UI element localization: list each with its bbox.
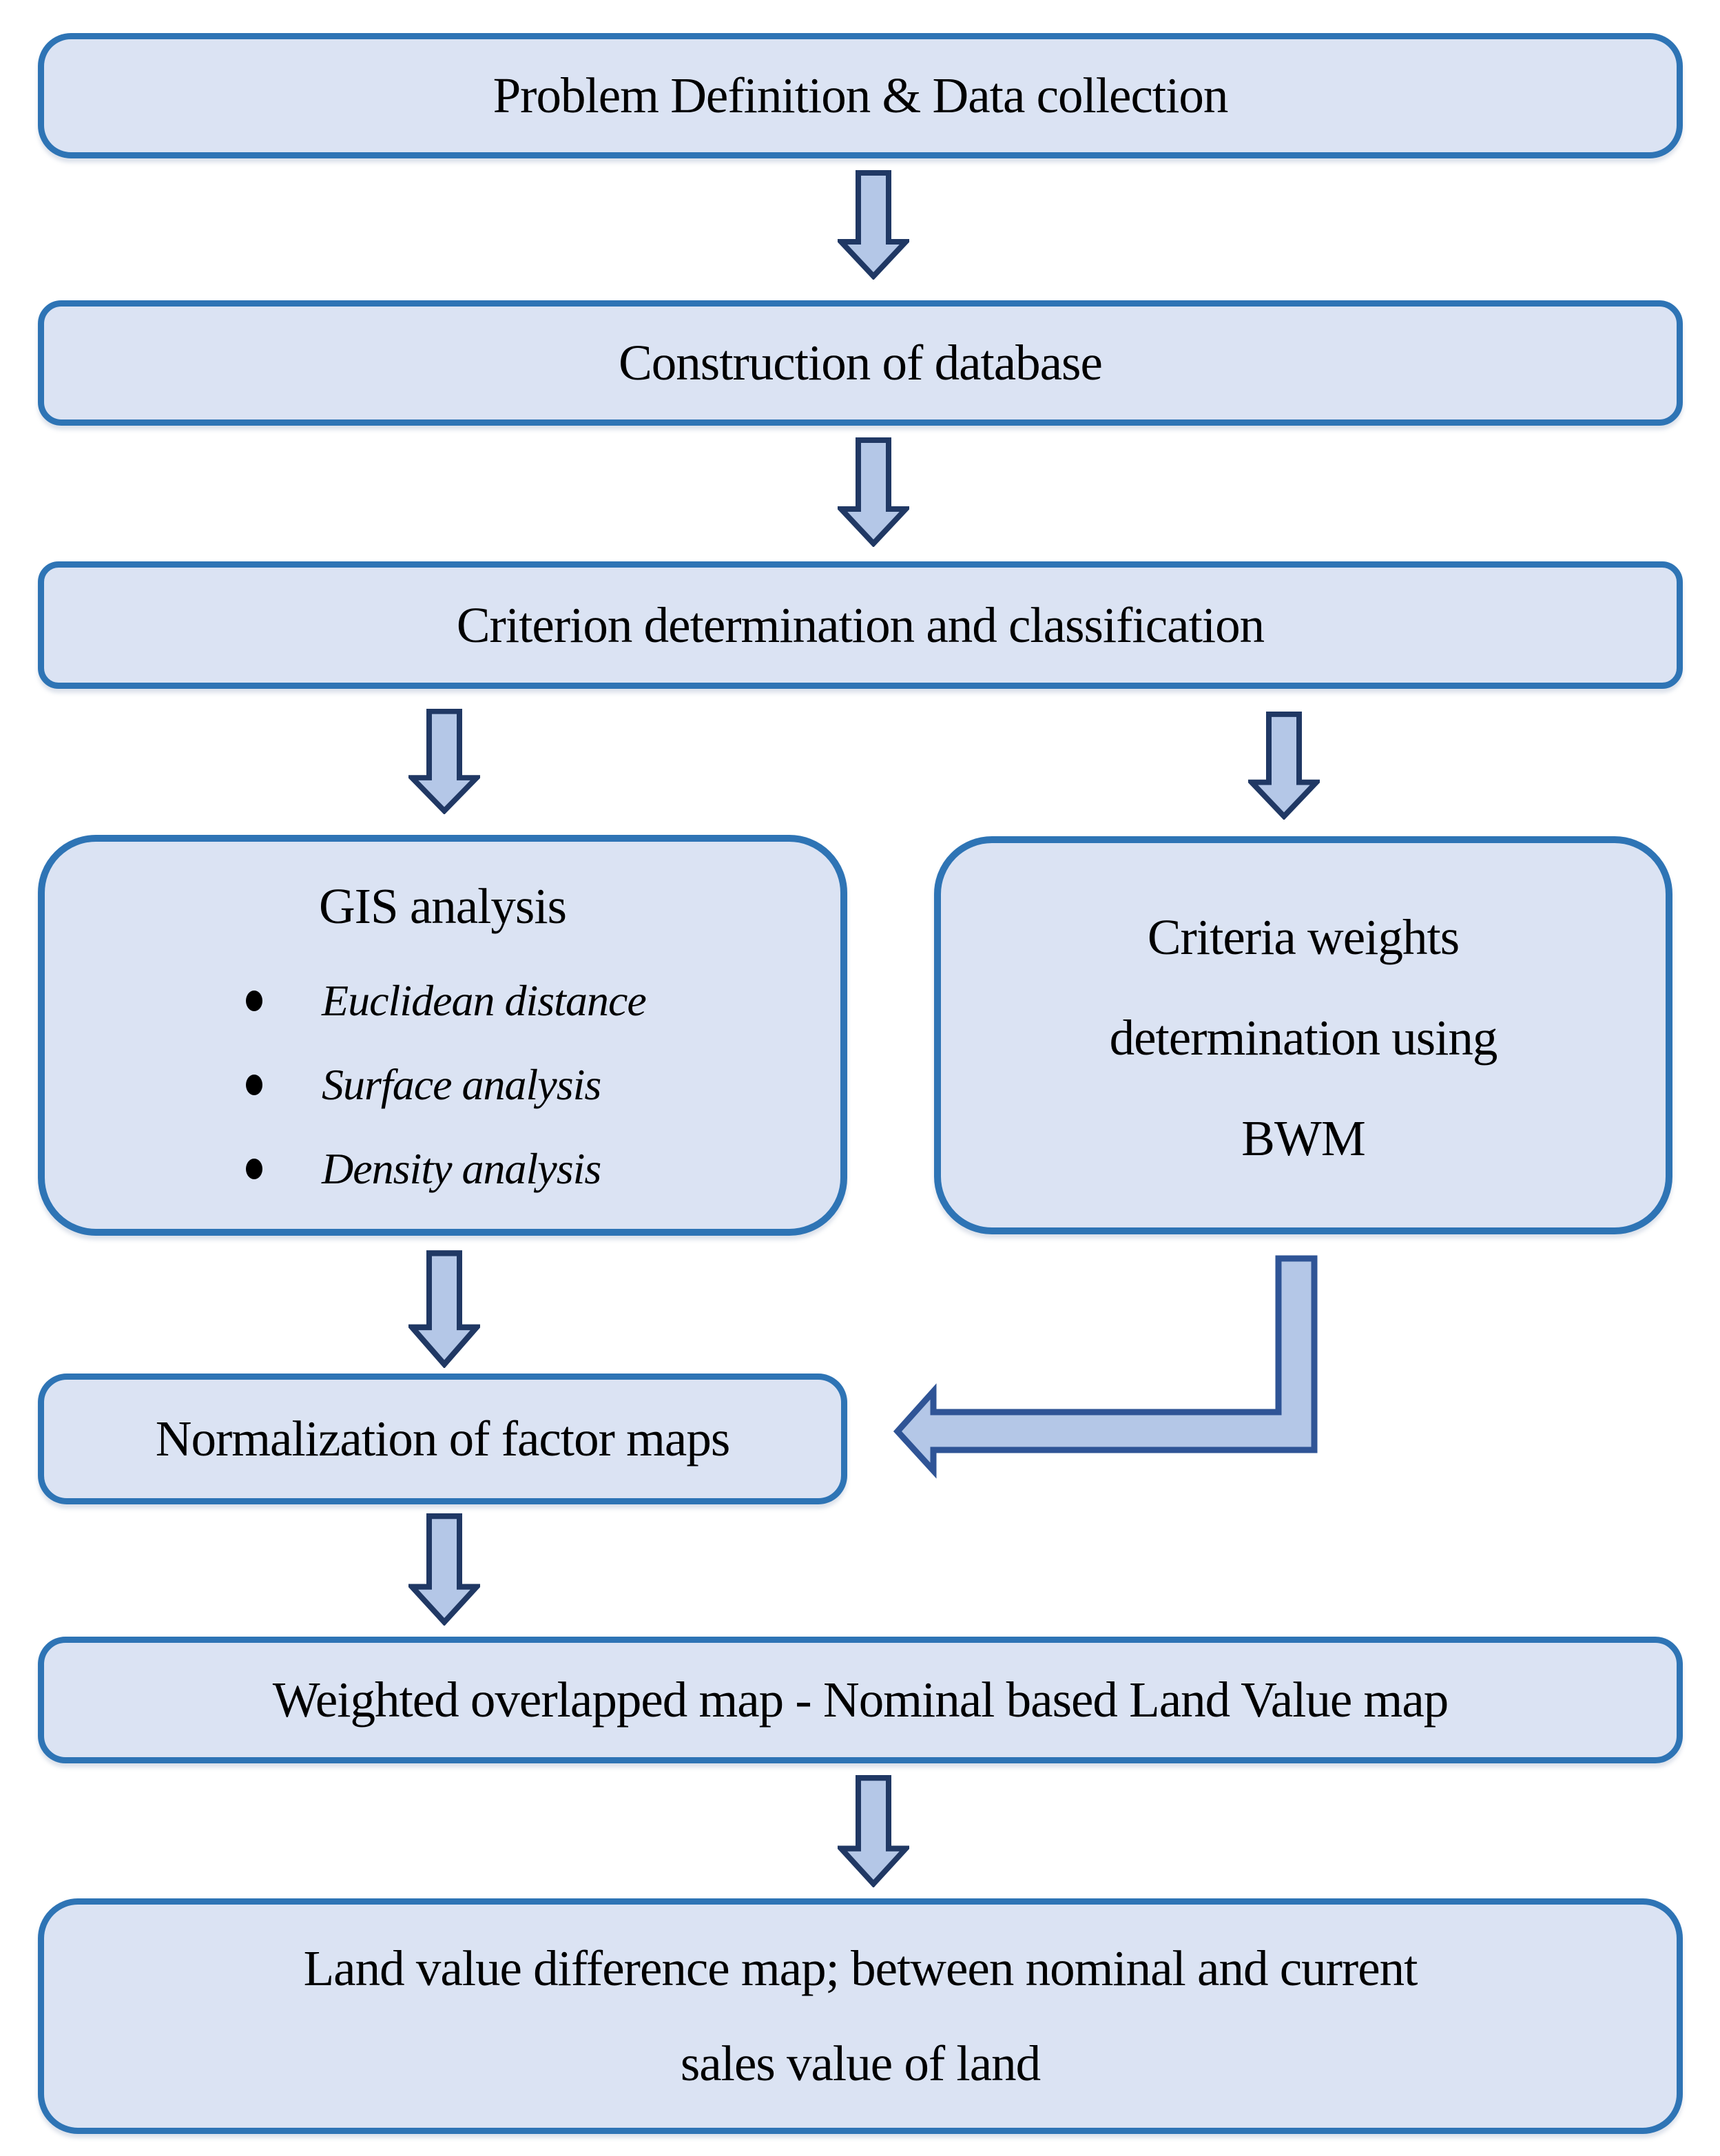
list-item: Density analysis xyxy=(246,1143,840,1194)
bullet-icon xyxy=(246,1159,262,1179)
criteria-weights-line: Criteria weights xyxy=(1147,909,1460,965)
bullet-icon xyxy=(246,991,262,1011)
down-arrow-icon xyxy=(408,1513,480,1626)
box-problem-definition: Problem Definition & Data collection xyxy=(38,33,1683,158)
box-criterion-determination: Criterion determination and classificati… xyxy=(38,561,1683,689)
down-arrow-icon xyxy=(838,1774,909,1887)
gis-analysis-title: GIS analysis xyxy=(318,878,567,934)
list-item-label: Euclidean distance xyxy=(322,976,647,1025)
down-arrow-icon xyxy=(838,169,909,280)
box-criteria-weights-bwm: Criteria weights determination using BWM xyxy=(934,836,1672,1234)
box-weighted-overlapped-map: Weighted overlapped map - Nominal based … xyxy=(38,1637,1683,1763)
criteria-weights-line: BWM xyxy=(1241,1110,1366,1166)
down-arrow-icon xyxy=(408,1250,480,1368)
land-value-difference-line: sales value of land xyxy=(680,2035,1041,2091)
down-arrow-icon xyxy=(838,437,909,547)
down-arrow-icon xyxy=(408,708,480,814)
box-weighted-overlapped-map-label: Weighted overlapped map - Nominal based … xyxy=(272,1672,1449,1728)
list-item-label: Surface analysis xyxy=(322,1060,601,1109)
box-land-value-difference-map: Land value difference map; between nomin… xyxy=(38,1898,1683,2134)
box-gis-analysis: GIS analysis Euclidean distance Surface … xyxy=(38,835,847,1236)
box-normalization-label: Normalization of factor maps xyxy=(155,1411,730,1466)
land-value-difference-line: Land value difference map; between nomin… xyxy=(303,1940,1418,1996)
bullet-icon xyxy=(246,1075,262,1095)
list-item: Surface analysis xyxy=(246,1059,840,1110)
criteria-weights-line: determination using xyxy=(1109,1010,1498,1066)
list-item: Euclidean distance xyxy=(246,975,840,1026)
elbow-left-arrow-icon xyxy=(889,1254,1329,1481)
box-normalization-of-factor-maps: Normalization of factor maps xyxy=(38,1374,847,1504)
down-arrow-icon xyxy=(1248,711,1320,820)
list-item-label: Density analysis xyxy=(322,1144,601,1193)
box-construction-of-database: Construction of database xyxy=(38,300,1683,426)
box-problem-definition-label: Problem Definition & Data collection xyxy=(493,68,1229,123)
gis-analysis-bullet-list: Euclidean distance Surface analysis Dens… xyxy=(45,975,840,1194)
box-criterion-determination-label: Criterion determination and classificati… xyxy=(456,597,1265,653)
box-construction-of-database-label: Construction of database xyxy=(619,335,1103,391)
